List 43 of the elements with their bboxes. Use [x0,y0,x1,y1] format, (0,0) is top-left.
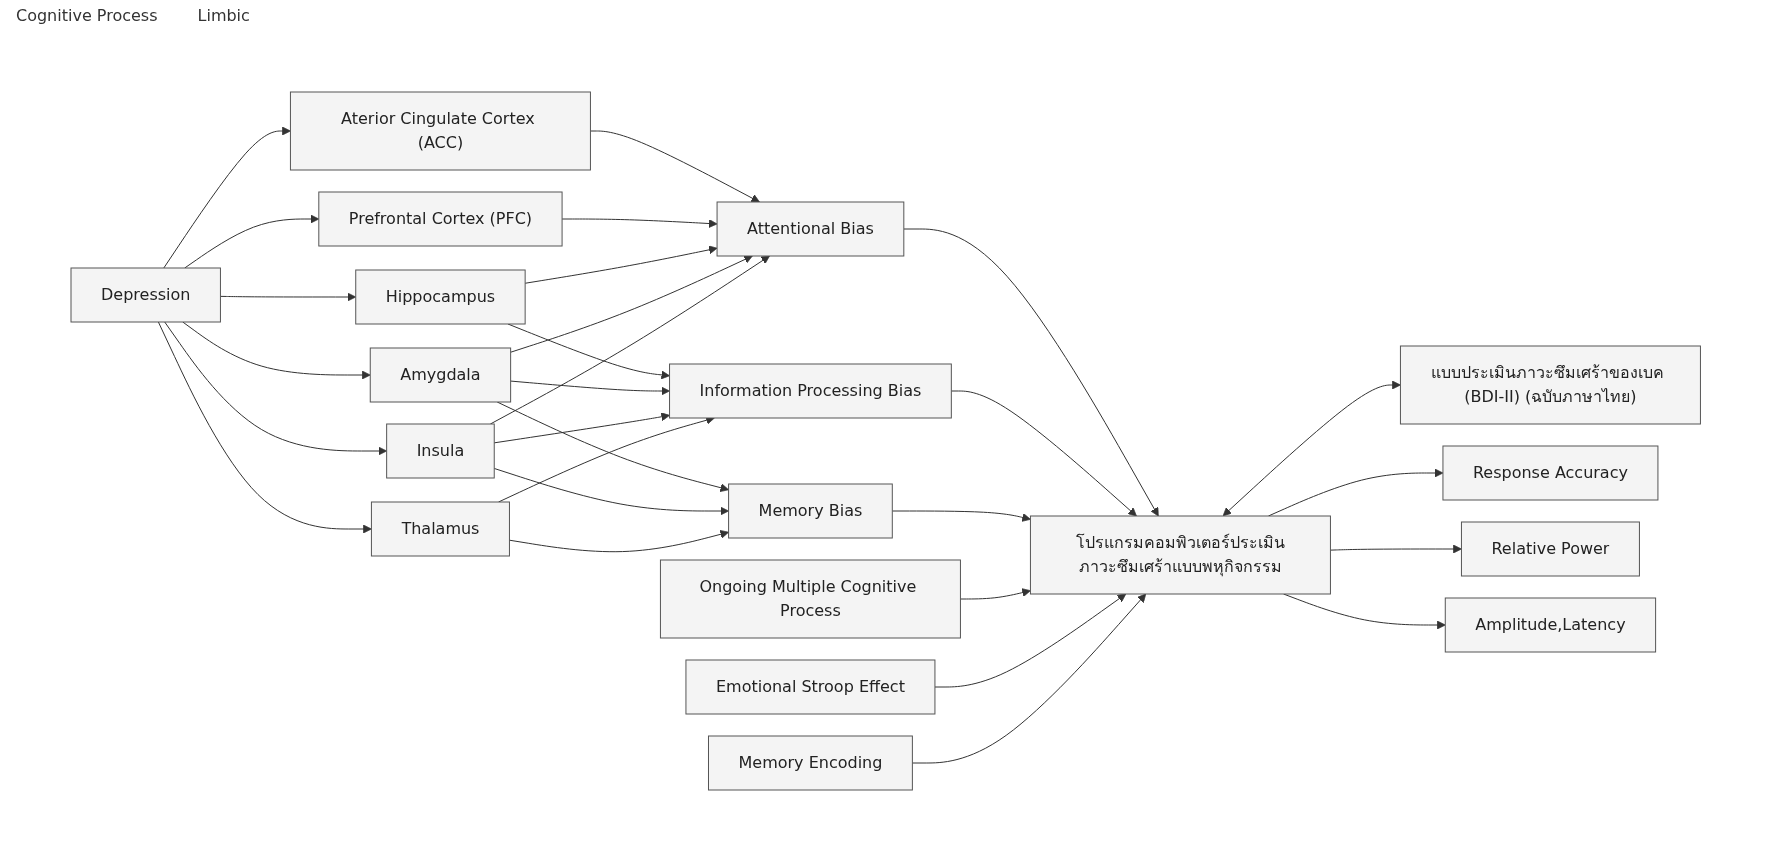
arrow [184,214,319,269]
arrow [891,510,1031,522]
node-box: Amplitude,Latency [1444,597,1656,653]
arrow [493,412,670,444]
node-box: Memory Bias [727,483,893,539]
section-label: Limbic [197,6,250,25]
arrow [163,126,291,269]
arrow [509,255,753,353]
arrow [934,593,1126,688]
node-box: Prefrontal Cortex (PFC) [318,191,563,247]
arrow [950,390,1137,517]
arrow [1222,380,1401,517]
node-box: Ongoing Multiple Cognitive Process [659,559,961,639]
arrow [157,321,372,534]
arrow [164,321,387,456]
node-box: โปรแกรมคอมพิวเตอร์ประเมินภาวะซึมเศร้าแบบพหุกิจกรรม [1029,515,1331,595]
arrow [911,593,1146,764]
node-box: Amygdala [369,347,511,403]
node-box: Thalamus [370,501,510,557]
arrow [524,245,718,284]
arrow [219,292,356,302]
arrow [508,530,729,553]
arrow [493,467,729,516]
arrow [1329,544,1462,554]
node-box: Hippocampus [355,269,526,325]
arrow [959,588,1031,600]
node-box: Aterior Cingulate Cortex (ACC) [289,91,591,171]
arrow [561,218,718,228]
arrow [182,321,371,380]
arrow [589,130,760,203]
node-box: Response Accuracy [1442,445,1659,501]
node-box: Depression [70,267,221,323]
arrow [509,380,670,396]
node-box: Relative Power [1460,521,1640,577]
section-label: Cognitive Process [16,6,158,25]
arrow [489,255,770,425]
node-box: Attentional Bias [716,201,905,257]
node-box: แบบประเมินภาวะซึมเศร้าของเบค (BDI-II) (ฉบับภาษาไทย) [1399,345,1701,425]
node-box: Insula [385,423,495,479]
node-box: Emotional Stroop Effect [685,659,936,715]
node-box: Memory Encoding [707,735,913,791]
node-box: Information Processing Bias [668,363,952,419]
arrow [903,228,1159,517]
